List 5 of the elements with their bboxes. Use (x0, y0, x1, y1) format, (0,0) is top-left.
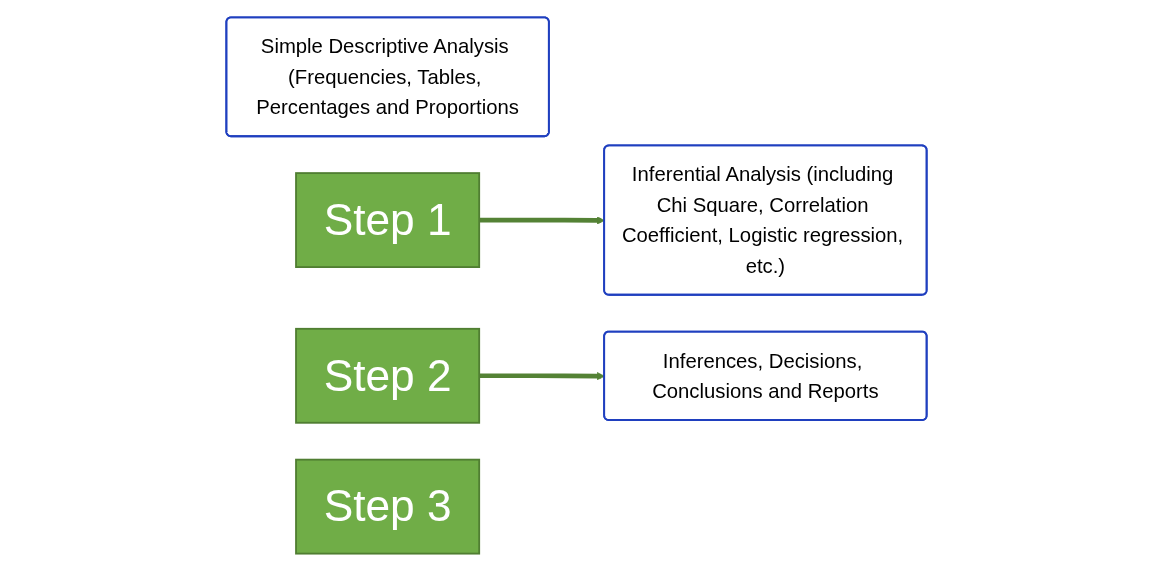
arrow (479, 372, 605, 381)
arrow (479, 216, 605, 225)
node-box: Step 2 (295, 327, 481, 424)
node-box: Step 3 (295, 458, 481, 555)
node-box: Step 1 (295, 172, 481, 268)
